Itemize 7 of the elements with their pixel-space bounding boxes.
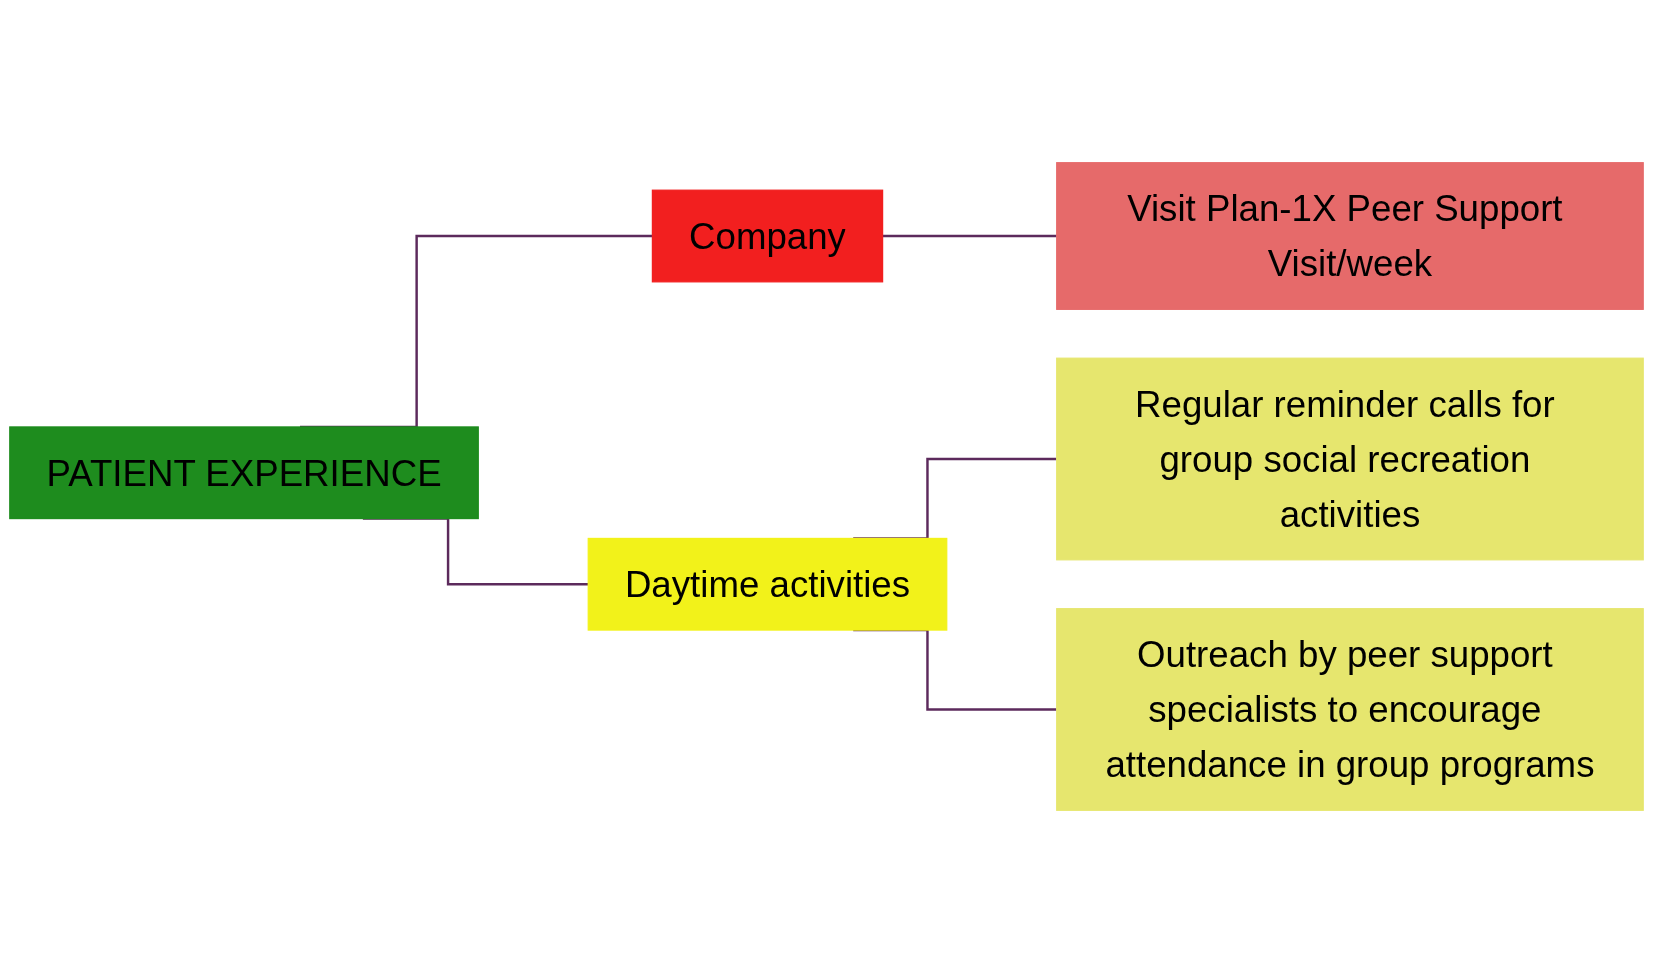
node-box: Regular reminder calls for group social recreation activities [1056, 357, 1644, 561]
connector [882, 234, 1057, 238]
node-box: Outreach by peer support specialists to encourage attendance in group programs [1056, 608, 1644, 811]
node-box: Daytime activities [587, 537, 948, 631]
node-box: Visit Plan-1X Peer Support Visit/week [1056, 162, 1644, 310]
node-box: Company [651, 189, 884, 283]
node-box: PATIENT EXPERIENCE [9, 426, 479, 520]
